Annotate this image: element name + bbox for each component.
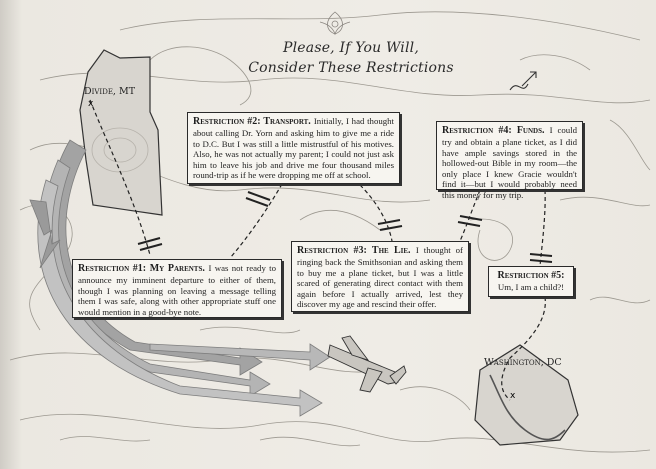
restriction-4-text: I could try and obtain a plane ticket, a… [442,125,577,200]
restriction-1-heading: Restriction #1: My Parents. [78,263,209,274]
destination-label: Washington, DC [484,357,562,368]
journey-arrows [29,139,331,417]
restriction-2-heading: Restriction #2: Transport. [193,116,314,127]
page-title-line-2: Consider These Restrictions [248,60,454,76]
restriction-1-text: I was not ready to announce my imminent … [78,263,277,317]
dashed-routes [89,99,546,401]
restriction-5-heading: Restriction #5: [497,270,565,281]
restriction-5-box: Restriction #5: Um, I am a child?! [488,266,574,297]
airplane-sketch [327,335,407,393]
restriction-5-text: Um, I am a child?! [497,282,565,292]
compass-icon [509,71,537,91]
restriction-3-text: I thought of ringing back the Smithsonia… [297,245,463,310]
title-flourish [319,11,351,36]
restriction-1-box: Restriction #1: My Parents. I was not re… [72,259,282,318]
restriction-3-box: Restriction #3: The Lie. I thought of ri… [291,241,469,312]
restriction-4-box: Restriction #4: Funds. I could try and o… [436,121,583,200]
montana-region [79,49,163,216]
restriction-2-box: Restriction #2: Transport. Initially, I … [187,112,400,184]
route-ticks [137,191,553,263]
origin-label: Divide, MT [84,86,136,97]
restriction-2-text: Initially, I had thought about calling D… [193,116,394,181]
destination-marker-x: x [510,391,516,401]
origin-marker-x: x [88,99,94,109]
restriction-3-heading: Restriction #3: The Lie. [297,245,416,256]
washington-region [474,344,579,446]
page-title-line-1: Please, If You Will, [282,40,419,56]
restriction-4-heading: Restriction #4: Funds. [442,125,550,136]
